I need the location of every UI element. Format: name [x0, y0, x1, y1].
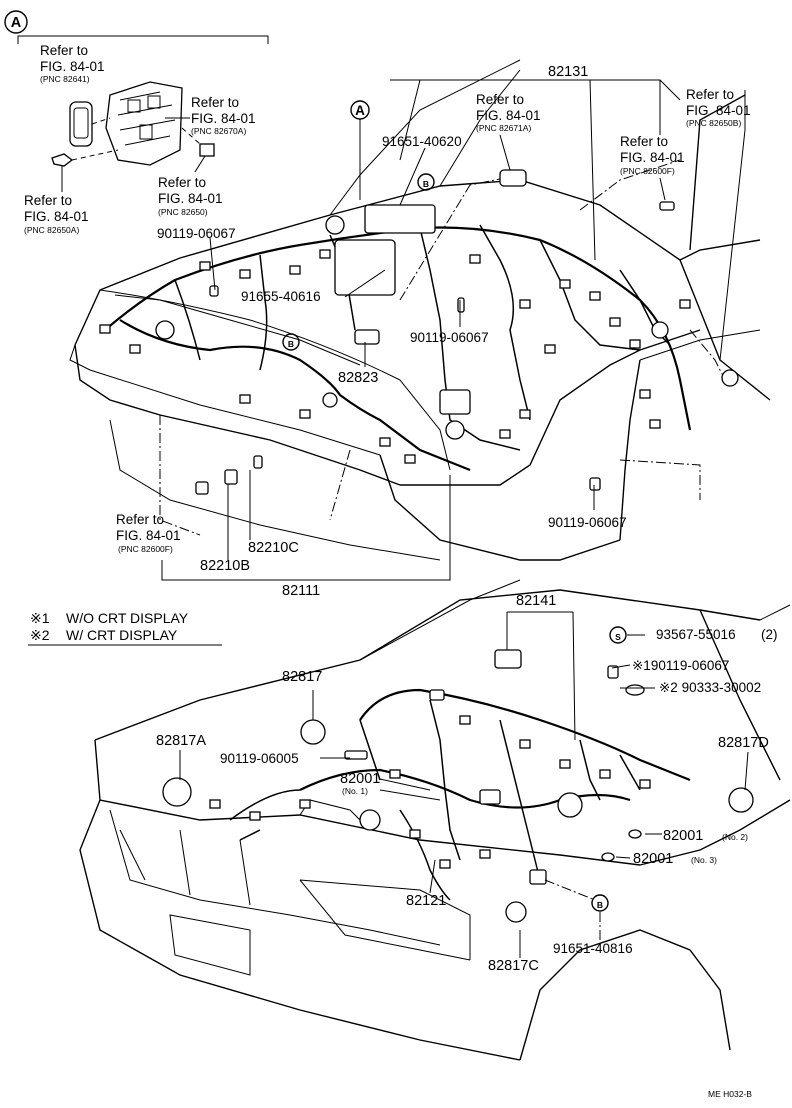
upper-ref1-pnc: (PNC 82671A) — [476, 123, 531, 133]
inset-ref2-refer: Refer to — [191, 95, 239, 110]
upper-ref4-pnc: (PNC 82600F) — [118, 544, 173, 554]
part-82131: 82131 — [548, 64, 588, 80]
part-93567-55016: 93567-55016 — [656, 627, 736, 642]
part-82001-2: 82001 — [663, 828, 703, 844]
part-90119-06067-b: 90119-06067 — [410, 330, 489, 345]
upper-ref3-fig: FIG. 84-01 — [620, 150, 685, 165]
part-82823: 82823 — [338, 370, 378, 386]
part-82817A: 82817A — [156, 733, 206, 749]
upper-ref2-refer: Refer to — [686, 87, 734, 102]
upper-badge-a: A — [355, 103, 365, 118]
inset-a-bracket — [17, 35, 269, 44]
part-90119-06067-c: 90119-06067 — [548, 515, 627, 530]
part-82001-3: 82001 — [633, 851, 673, 867]
part-82111: 82111 — [282, 583, 320, 599]
inset-ref2-fig: FIG. 84-01 — [191, 111, 256, 126]
part-90333-30002: ※2 90333-30002 — [659, 680, 761, 695]
inset-ref4-fig: FIG. 84-01 — [24, 209, 89, 224]
inset-ref3-refer: Refer to — [158, 175, 206, 190]
legend-mark-1: ※1 — [30, 610, 50, 626]
lower-vehicle-drawing: S B — [79, 579, 791, 1061]
upper-ref2-pnc: (PNC 82650B) — [686, 118, 741, 128]
legend-text-2: W/ CRT DISPLAY — [66, 627, 178, 643]
part-91651-40816: 91651-40816 — [553, 941, 633, 956]
part-82817: 82817 — [282, 669, 322, 685]
upper-badge-b1: B — [423, 179, 429, 189]
part-82210B: 82210B — [200, 558, 250, 574]
upper-ref2-fig: FIG. 84-01 — [686, 103, 751, 118]
part-82141: 82141 — [516, 593, 556, 609]
part-90119-06005: 90119-06005 — [220, 751, 299, 766]
part-90119-06067-crt: ※190119-06067 — [632, 658, 729, 673]
part-82001-1: 82001 — [340, 771, 380, 787]
inset-ref3-fig: FIG. 84-01 — [158, 191, 223, 206]
part-82001-3-no: (No. 3) — [691, 855, 717, 865]
part-90119-06067-a: 90119-06067 — [157, 226, 236, 241]
lower-badge-b: B — [597, 900, 603, 910]
inset-ref4-pnc: (PNC 82650A) — [24, 225, 79, 235]
inset-ref1-pnc: (PNC 82641) — [40, 74, 90, 84]
inset-ref4-refer: Refer to — [24, 193, 72, 208]
part-82121: 82121 — [406, 893, 446, 909]
upper-ref4-refer: Refer to — [116, 512, 164, 527]
upper-vehicle-drawing: A B B — [69, 59, 771, 581]
upper-ref1-refer: Refer to — [476, 92, 524, 107]
part-82817D: 82817D — [718, 735, 769, 751]
inset-ref1-refer: Refer to — [40, 43, 88, 58]
upper-ref4-fig: FIG. 84-01 — [116, 528, 181, 543]
inset-a-badge-circle — [4, 10, 28, 34]
inset-ref3-pnc: (PNC 82650) — [158, 207, 208, 217]
part-91655-40616: 91655-40616 — [241, 289, 321, 304]
part-82817C: 82817C — [488, 958, 539, 974]
relay-block-drawing — [51, 81, 215, 167]
legend-text-1: W/O CRT DISPLAY — [66, 610, 189, 626]
part-82001-1-no: (No. 1) — [342, 786, 368, 796]
upper-ref1-fig: FIG. 84-01 — [476, 108, 541, 123]
inset-ref2-pnc: (PNC 82670A) — [191, 126, 246, 136]
part-82001-2-no: (No. 2) — [722, 832, 748, 842]
footer-code: ME H032-B — [708, 1089, 752, 1099]
part-93567-qty: (2) — [761, 627, 778, 642]
inset-a-badge: A — [11, 15, 22, 31]
upper-ref3-pnc: (PNC 82600F) — [620, 166, 675, 176]
lower-badge-s: S — [615, 632, 621, 642]
legend: ※1 W/O CRT DISPLAY ※2 W/ CRT DISPLAY — [28, 610, 222, 646]
inset-ref1-fig: FIG. 84-01 — [40, 59, 105, 74]
upper-badge-b2: B — [288, 339, 294, 349]
part-91651-40620: 91651-40620 — [382, 134, 462, 149]
upper-ref3-refer: Refer to — [620, 134, 668, 149]
inset-a: A Refer to FIG. 84-01 (PNC 82641) Refer … — [4, 10, 269, 235]
legend-mark-2: ※2 — [30, 627, 50, 643]
part-82210C: 82210C — [248, 540, 299, 556]
